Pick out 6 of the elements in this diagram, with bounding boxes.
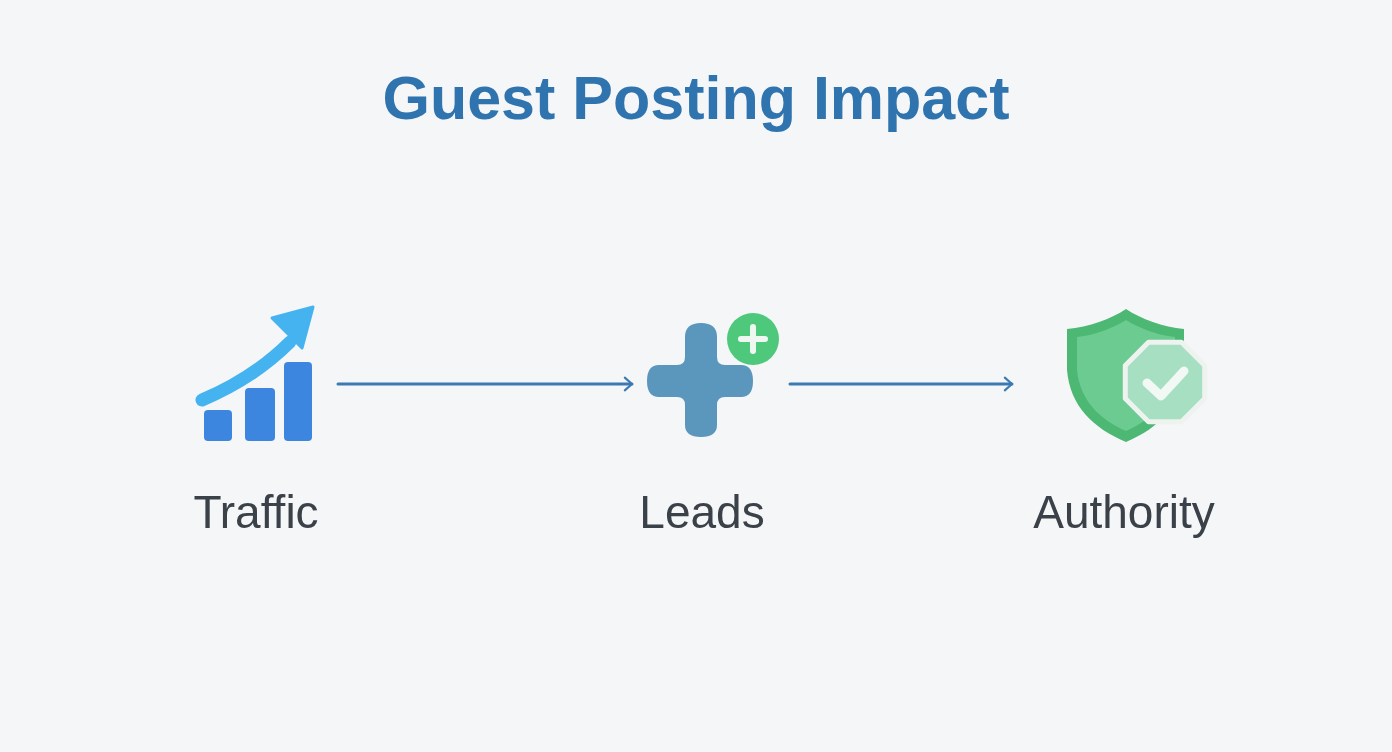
step-label: Leads xyxy=(639,485,765,539)
step-label: Authority xyxy=(1033,485,1215,539)
title: Guest Posting Impact xyxy=(382,63,1010,134)
arrow xyxy=(336,376,634,392)
step-label: Traffic xyxy=(193,485,319,539)
arrow xyxy=(788,376,1014,392)
